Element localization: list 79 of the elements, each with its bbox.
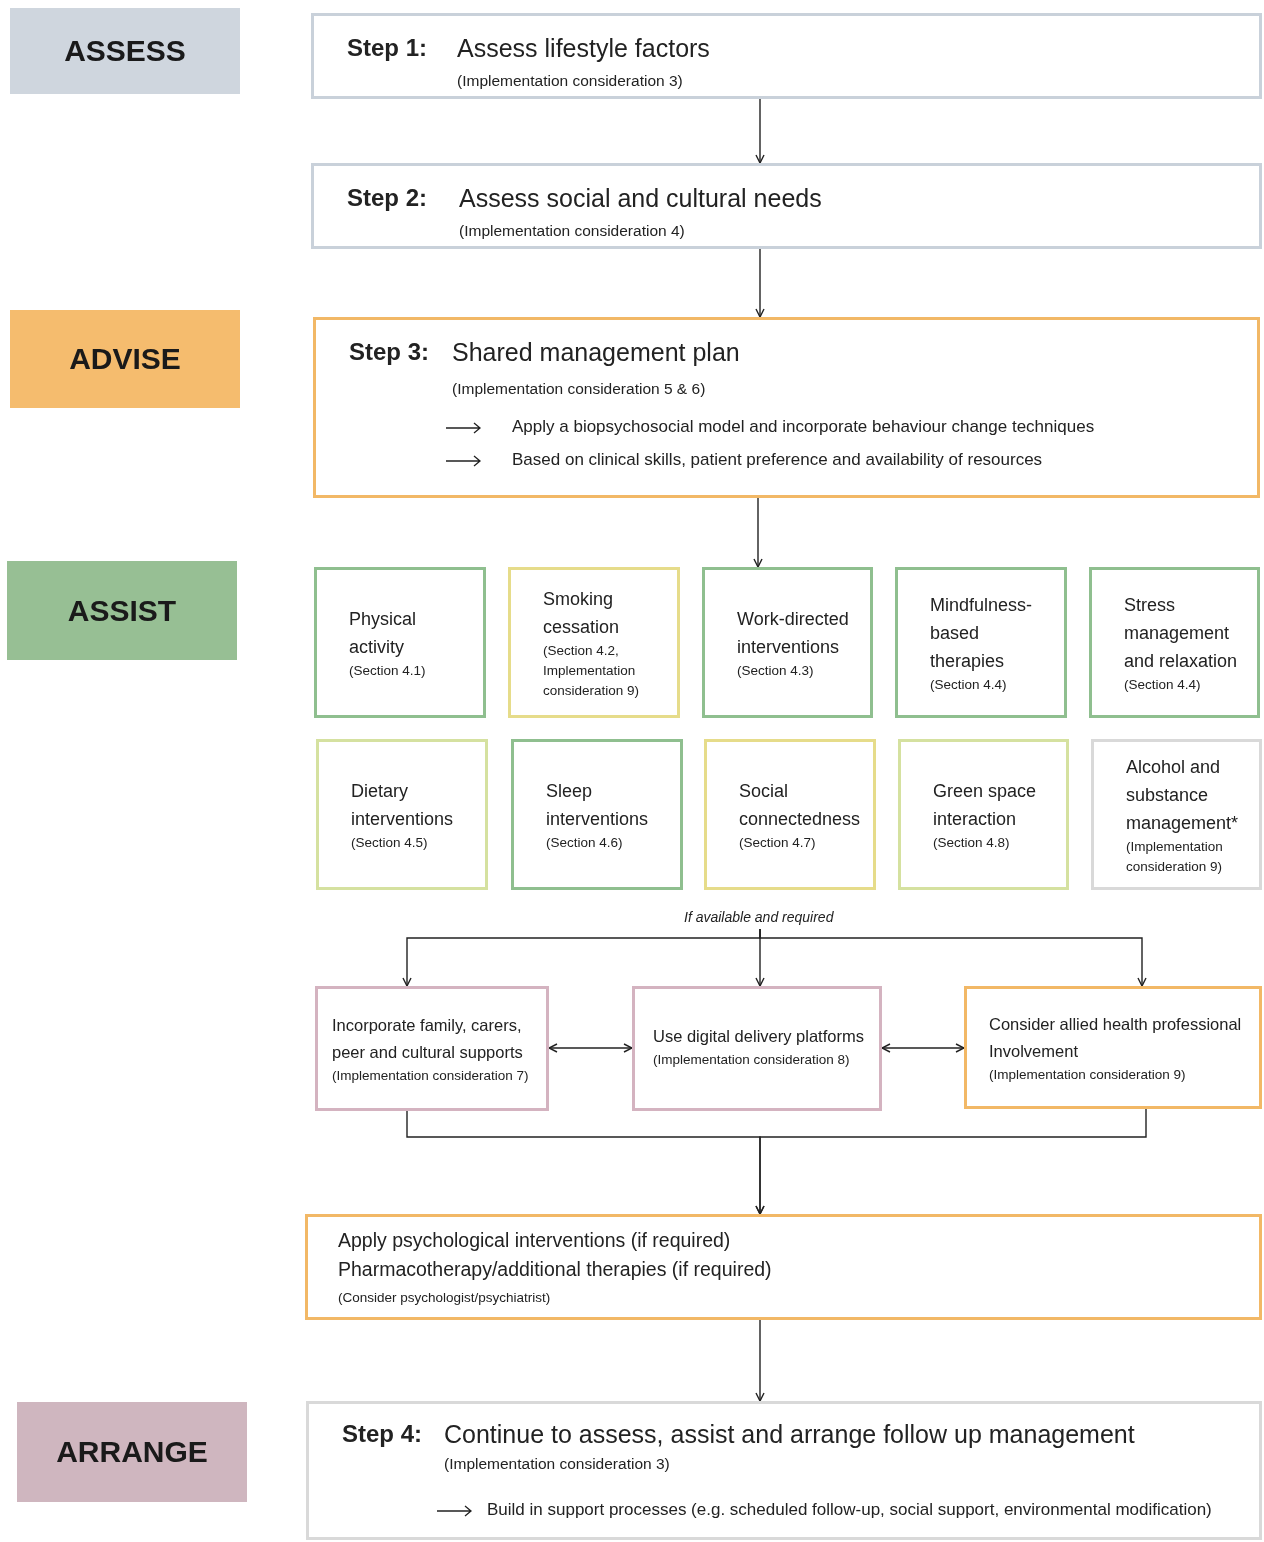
intervention-box (1089, 567, 1260, 718)
reference-note: (Implementation consideration 7) (332, 1066, 530, 1085)
process-text: Use digital delivery platforms (653, 1026, 865, 1047)
step-title: Assess social and cultural needs (459, 184, 822, 213)
process-text: Incorporate family, carers, peer and cultural supports (332, 1014, 524, 1063)
intervention-name: Smoking cessation (543, 587, 621, 639)
step-box (311, 13, 1262, 99)
process-text: Apply psychological interventions (if required) (338, 1228, 732, 1253)
intervention-name: Mindfulness-based therapies (930, 593, 1034, 673)
section-reference: (Section 4.8) (933, 833, 1011, 852)
intervention-box (895, 567, 1067, 718)
intervention-name: Dietary interventions (351, 779, 455, 831)
arrow (759, 928, 1147, 987)
phase-label: ADVISE (69, 342, 181, 376)
step-box (311, 163, 1262, 249)
intervention-name: Alcohol and substance management* (1126, 755, 1240, 835)
step-number: Step 3: (349, 338, 429, 366)
reference-note: (Implementation consideration 4) (459, 222, 685, 240)
intervention-box (314, 567, 486, 718)
section-reference: (Section 4.2, Implementation consideration 9) (543, 641, 641, 700)
intervention-box (511, 739, 683, 890)
reference-note: (Implementation consideration 9) (989, 1065, 1187, 1084)
bullet-text: Build in support processes (e.g. scheduled follow-up, social support, environmental modification) (487, 1500, 1212, 1520)
intervention-box (508, 567, 680, 718)
section-reference: (Section 4.1) (349, 661, 427, 680)
step-number: Step 4: (342, 1420, 422, 1448)
intervention-name: Work-directed interventions (737, 607, 850, 659)
intervention-box (702, 567, 873, 718)
arrow (755, 1108, 1147, 1215)
step-number: Step 1: (347, 34, 427, 62)
arrow (753, 497, 763, 568)
bullet-text: Apply a biopsychosocial model and incorporate behaviour change techniques (512, 417, 1095, 437)
step-number: Step 2: (347, 184, 427, 212)
reference-note: (Implementation consideration 3) (457, 72, 683, 90)
intervention-box (898, 739, 1069, 890)
intervention-name: Social connectedness (739, 779, 862, 831)
step-title: Continue to assess, assist and arrange follow up management (444, 1420, 1135, 1449)
intervention-box (316, 739, 488, 890)
process-box (632, 986, 882, 1111)
arrow (548, 1043, 633, 1053)
phase-label-box (10, 8, 240, 94)
reference-note: (Implementation consideration 5 & 6) (452, 380, 706, 398)
section-reference: (Section 4.5) (351, 833, 429, 852)
phase-label-box (10, 310, 240, 408)
intervention-name: Stress management and relaxation (1124, 593, 1239, 673)
section-reference: (Section 4.3) (737, 661, 815, 680)
arrow (755, 248, 765, 318)
arrow (755, 98, 765, 164)
intervention-name: Physical activity (349, 607, 418, 659)
phase-label: ARRANGE (56, 1435, 208, 1469)
phase-label-box (7, 561, 237, 660)
condition-note: If available and required (684, 909, 835, 925)
intervention-name: Green space interaction (933, 779, 1038, 831)
reference-note: (Consider psychologist/psychiatrist) (338, 1289, 552, 1307)
step-box (313, 317, 1260, 498)
section-reference: (Section 4.7) (739, 833, 817, 852)
reference-note: (Implementation consideration 8) (653, 1051, 851, 1069)
phase-label: ASSIST (67, 593, 177, 628)
step-title: Shared management plan (452, 338, 740, 367)
process-box (964, 986, 1262, 1109)
intervention-name: Sleep interventions (546, 779, 650, 831)
intervention-box (1091, 739, 1262, 890)
arrow (755, 1319, 765, 1402)
reference-note: (Implementation consideration 3) (444, 1455, 670, 1473)
section-reference: (Implementation consideration 9) (1126, 837, 1224, 876)
section-reference: (Section 4.4) (930, 675, 1008, 694)
arrow (881, 1043, 965, 1053)
process-box (315, 986, 549, 1111)
intervention-box (704, 739, 876, 890)
phase-label-box (17, 1402, 247, 1502)
section-reference: (Section 4.4) (1124, 675, 1202, 694)
step-box (306, 1401, 1262, 1540)
section-reference: (Section 4.6) (546, 833, 624, 852)
process-text: Pharmacotherapy/additional therapies (if required) (338, 1257, 773, 1282)
step-title: Assess lifestyle factors (457, 34, 710, 63)
process-text: Consider allied health professional Involvement (989, 1013, 1243, 1062)
bullet-text: Based on clinical skills, patient preference and availability of resources (512, 450, 1043, 470)
process-box (305, 1214, 1262, 1320)
phase-label: ASSESS (64, 34, 186, 68)
